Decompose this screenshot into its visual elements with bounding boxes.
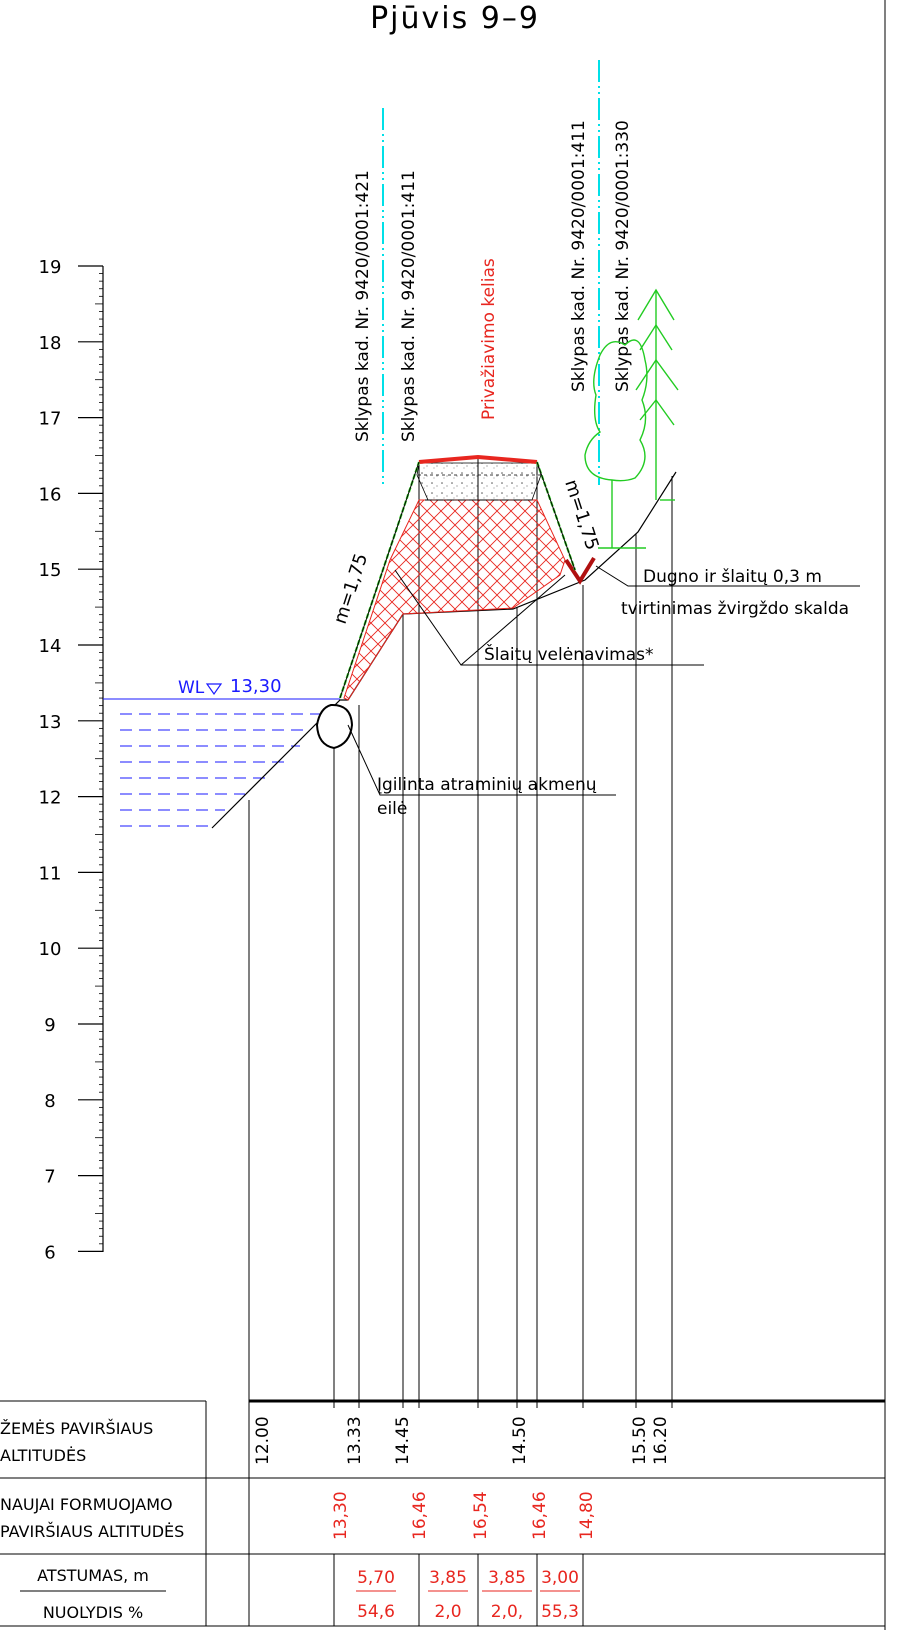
distance-2: 3,85 xyxy=(429,1568,467,1588)
right-slope-label: m=1,75 xyxy=(560,477,602,553)
slope-4: 55,3 xyxy=(541,1602,579,1622)
designed-alt-3: 16,54 xyxy=(471,1491,491,1540)
stones-note-line2: eilė xyxy=(377,799,407,819)
designed-alt-1: 13,30 xyxy=(331,1491,351,1540)
water-level-label: WL xyxy=(178,678,205,698)
embankment-fill xyxy=(343,499,566,701)
elevation-scale: 19 18 17 16 15 14 13 12 11 10 9 8 7 6 xyxy=(39,257,104,1263)
tree-icon xyxy=(584,288,679,549)
road-label: Privažiavimo kelias xyxy=(479,258,499,420)
existing-alt-6: 16.20 xyxy=(651,1416,671,1465)
slope-1: 54,6 xyxy=(357,1602,395,1622)
row-slope-label: NUOLYDIS % xyxy=(43,1603,143,1622)
turf-note: Šlaitų velėnavimas* xyxy=(484,643,654,665)
scale-label: 7 xyxy=(44,1167,55,1188)
scale-label: 13 xyxy=(39,712,62,733)
distance-3: 3,85 xyxy=(488,1568,526,1588)
annotation-leaders xyxy=(347,565,860,796)
parcel-label-right-2: Sklypas kad. Nr. 9420/0001:330 xyxy=(613,120,633,392)
distance-1: 5,70 xyxy=(357,1568,395,1588)
water-body: WL 13,30 xyxy=(103,676,340,827)
scale-label: 6 xyxy=(44,1242,55,1263)
slope-2: 2,0 xyxy=(434,1602,461,1622)
row-distance-label: ATSTUMAS, m xyxy=(37,1566,149,1585)
slope-3: 2,0, xyxy=(491,1602,523,1622)
row-existing-label-1: ŽEMĖS PAVIRŠIAUS xyxy=(0,1419,153,1438)
existing-alt-1: 12.00 xyxy=(253,1416,273,1465)
road-surface-line xyxy=(418,454,538,464)
scale-label: 9 xyxy=(44,1015,55,1036)
row-designed-label-2: PAVIRŠIAUS ALTITUDĖS xyxy=(0,1522,184,1541)
parcel-label-right-1: Sklypas kad. Nr. 9420/0001:411 xyxy=(569,120,589,392)
scale-label: 10 xyxy=(39,939,62,960)
profile-table: ŽEMĖS PAVIRŠIAUS ALTITUDĖS NAUJAI FORMUO… xyxy=(0,1399,885,1627)
scale-label: 17 xyxy=(39,409,62,430)
ditch-note-line2: tvirtinimas žvirgždo skalda xyxy=(621,599,849,619)
row-designed-label-1: NAUJAI FORMUOJAMO xyxy=(0,1495,173,1514)
row-existing-label-2: ALTITUDĖS xyxy=(0,1446,86,1465)
designed-alt-2: 16,46 xyxy=(410,1491,430,1540)
section-title: Pjūvis 9–9 xyxy=(370,1,540,36)
scale-label: 8 xyxy=(44,1091,55,1112)
ditch-line xyxy=(564,556,596,585)
stones-note-line1: Įgilinta atraminių akmenų xyxy=(377,775,597,795)
parcel-label-left-1: Sklypas kad. Nr. 9420/0001:421 xyxy=(353,170,373,442)
scale-label: 19 xyxy=(39,257,62,278)
existing-alt-5: 15.50 xyxy=(630,1416,650,1465)
existing-alt-2: 13.33 xyxy=(345,1416,365,1465)
station-lines xyxy=(248,458,673,1408)
scale-label: 18 xyxy=(39,333,62,354)
scale-label: 15 xyxy=(39,560,62,581)
scale-label: 14 xyxy=(39,636,62,657)
existing-alt-3: 14.45 xyxy=(393,1416,413,1465)
support-stone xyxy=(315,703,354,750)
scale-label: 16 xyxy=(39,484,62,505)
designed-alt-4: 16,46 xyxy=(530,1491,550,1540)
scale-label: 12 xyxy=(39,788,62,809)
left-slope-label: m=1,75 xyxy=(330,551,372,627)
parcel-label-left-2: Sklypas kad. Nr. 9420/0001:411 xyxy=(399,170,419,442)
designed-alt-5: 14,80 xyxy=(577,1491,597,1540)
existing-alt-4: 14.50 xyxy=(510,1416,530,1465)
scale-label: 11 xyxy=(39,863,62,884)
distance-4: 3,00 xyxy=(541,1568,579,1588)
water-level-value: 13,30 xyxy=(230,676,282,697)
ditch-note-line1: Dugno ir šlaitų 0,3 m xyxy=(643,567,822,587)
water-level-triangle-icon xyxy=(205,683,223,696)
road-base-layer xyxy=(416,462,542,501)
